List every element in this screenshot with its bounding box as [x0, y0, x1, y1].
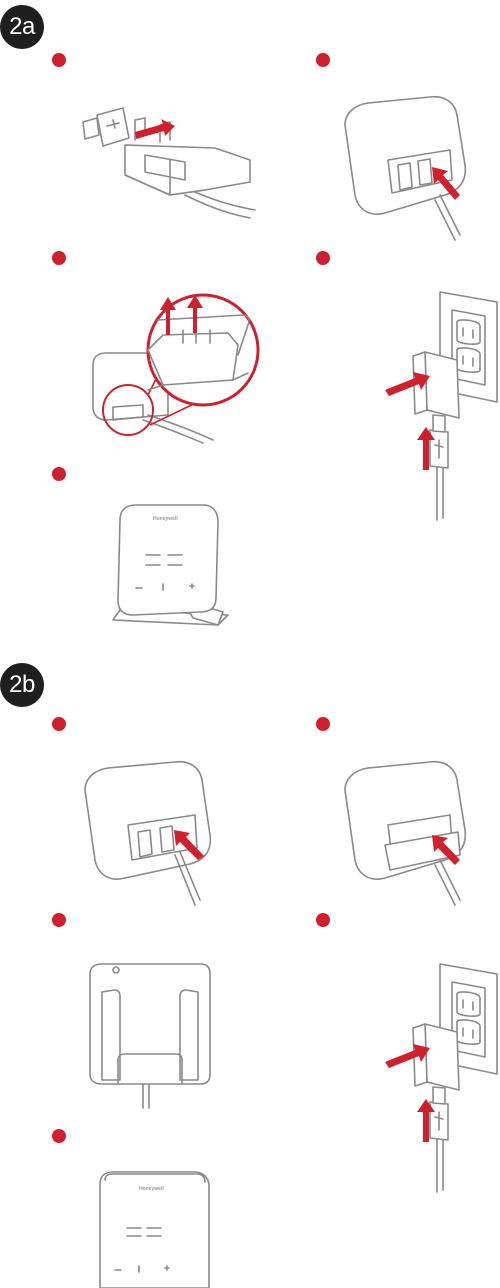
step-marker [316, 251, 330, 265]
step-badge-2b: 2b [0, 663, 44, 707]
usb-plug [83, 108, 129, 146]
device-on-stand-illustration: Honeywell [108, 500, 238, 630]
step-marker [316, 913, 330, 927]
step-marker [316, 53, 330, 67]
wall-mount-plate-illustration [88, 962, 213, 1112]
step-marker [52, 53, 66, 67]
brand-label: Honeywell [153, 516, 178, 522]
step-marker [52, 467, 66, 481]
brand-label: Honeywell [139, 1186, 164, 1192]
usb-icon [430, 1087, 448, 1140]
step-marker [52, 251, 66, 265]
step-badge-2a: 2a [0, 5, 44, 49]
device-wall-mounted-illustration: Honeywell [97, 1170, 212, 1288]
usb-icon [430, 415, 448, 468]
step-marker [52, 913, 66, 927]
outlet-adapter-illustration [385, 962, 500, 1192]
outlet-adapter-illustration [385, 290, 500, 520]
step-marker [52, 717, 66, 731]
step-marker [316, 717, 330, 731]
device-back-cable-illustration [80, 760, 220, 910]
cradle-zoom-illustration [88, 285, 258, 445]
device-back-cable-illustration [340, 95, 470, 245]
step-marker [52, 1129, 66, 1143]
device-backplate-illustration [340, 760, 470, 910]
cradle-usb-illustration [75, 100, 265, 220]
